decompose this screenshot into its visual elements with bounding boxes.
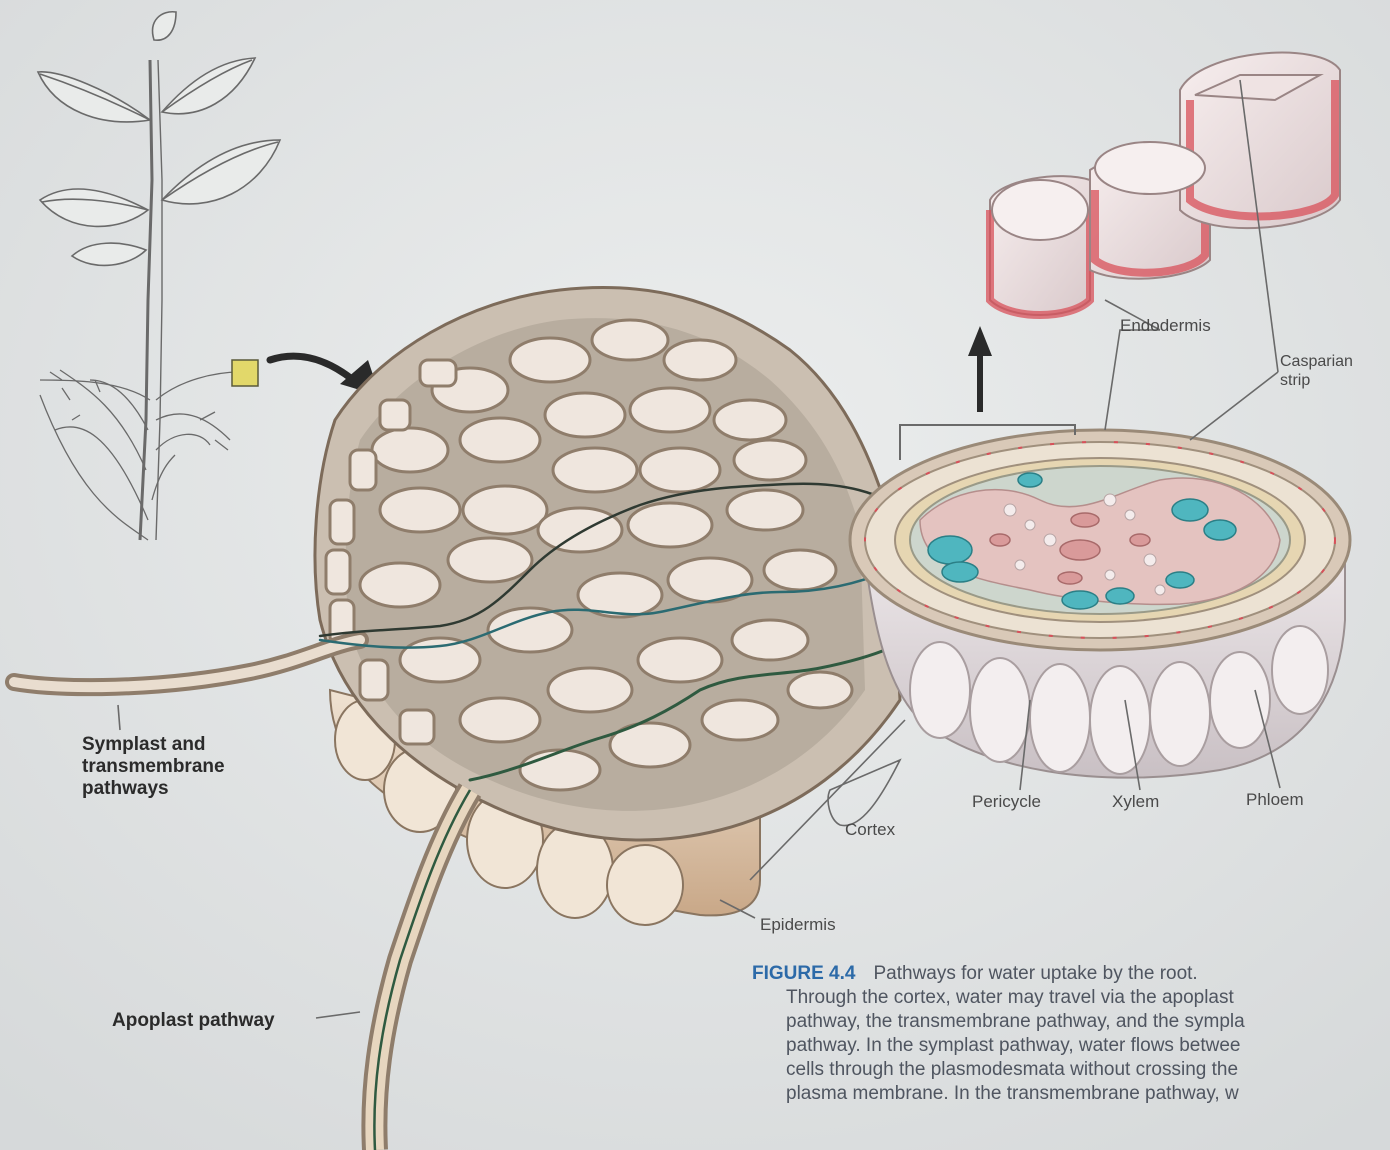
figure-caption: FIGURE 4.4 Pathways for water uptake by t… [752,962,1390,1106]
label-xylem: Xylem [1112,792,1159,812]
label-pericycle: Pericycle [972,792,1041,812]
label-endodermis: Endodermis [1120,316,1211,336]
label-phloem: Phloem [1246,790,1304,810]
label-casparian-strip: Casparian strip [1280,352,1353,390]
figure-number: FIGURE 4.4 [752,963,855,984]
figure-title: Pathways for water uptake by the root. [873,963,1197,984]
figure-caption-body: Through the cortex, water may travel via… [752,986,1390,1106]
label-symplast-transmembrane: Symplast and transmembrane pathways [82,734,225,800]
label-cortex: Cortex [845,820,895,840]
label-apoplast-pathway: Apoplast pathway [112,1010,275,1032]
vascular-cylinder [850,430,1350,778]
label-epidermis: Epidermis [760,915,836,935]
zoom-box [232,360,258,386]
